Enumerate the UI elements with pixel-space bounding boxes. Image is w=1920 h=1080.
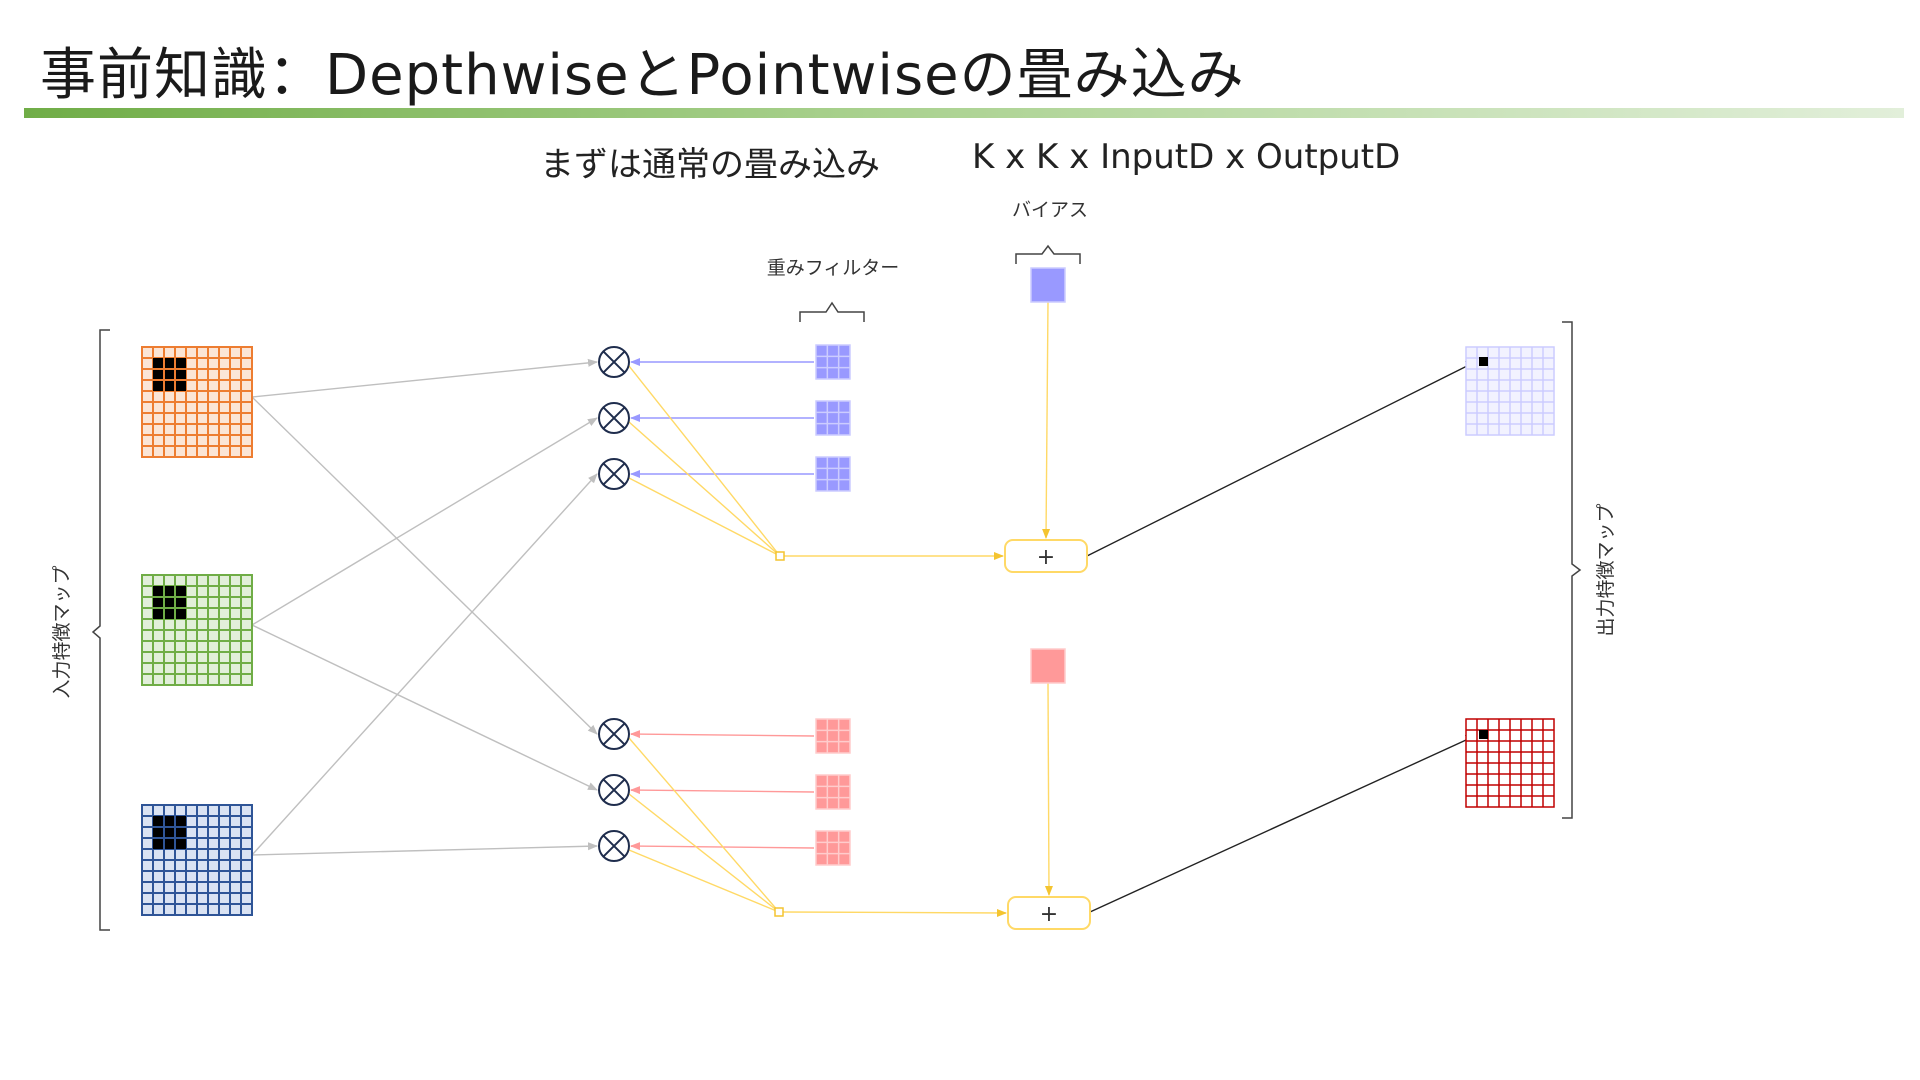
weight-filter-purple-2 (815, 456, 851, 492)
input-to-mul-top-0 (251, 358, 598, 398)
plus-to-output-top (1086, 360, 1478, 557)
multiply-icon-bottom-0 (598, 718, 630, 750)
mul-to-sum-bottom-1 (628, 793, 780, 913)
bias-label: バイアス (1012, 199, 1088, 221)
multiply-icon-bottom-1 (598, 774, 630, 806)
junction-to-plus-bottom (782, 908, 1007, 917)
weight-filter-purple-0 (815, 344, 851, 380)
weight-filter-label: 重みフィルター (767, 257, 900, 279)
bias-to-plus-bottom (1044, 682, 1053, 896)
input-map-orange-kernel (153, 358, 186, 391)
weight-filter-brace-icon (799, 301, 865, 322)
sum-junction-bottom (774, 907, 784, 917)
mul-to-sum-bottom-2 (628, 849, 780, 913)
multiply-icon-top-2 (598, 458, 630, 490)
multiply-icon-top-1 (598, 402, 630, 434)
input-to-mul-bottom-2 (251, 842, 598, 856)
input-maps-label: 入力特徴マップ (51, 565, 73, 698)
input-to-mul-bottom-1 (251, 624, 598, 791)
output-pixel-bottom (1479, 730, 1488, 739)
sum-junction-top (775, 551, 785, 561)
mul-to-sum-top-2 (628, 477, 781, 557)
output-pixel-top (1479, 357, 1488, 366)
parameter-formula: K x K x InputD x OutputD (972, 137, 1401, 177)
bias-to-plus-top (1042, 301, 1051, 539)
bias-square-purple (1030, 267, 1066, 303)
weight-filter-purple-1 (815, 400, 851, 436)
input-maps-brace-icon (91, 329, 110, 931)
plus-node-top (1004, 539, 1088, 573)
filter-to-mul-bottom-1 (630, 786, 815, 795)
bias-square-pink (1030, 648, 1066, 684)
weight-filter-pink-2 (815, 830, 851, 866)
weight-filter-pink-0 (815, 718, 851, 754)
plus-to-output-bottom (1089, 734, 1478, 913)
plus-node-top-label: + (1037, 545, 1055, 570)
filter-to-mul-bottom-0 (630, 730, 815, 739)
multiply-icon-top-0 (598, 346, 630, 378)
mul-to-sum-top-0 (628, 365, 781, 557)
plus-node-bottom (1007, 896, 1091, 930)
input-to-mul-top-2 (251, 473, 598, 856)
title-underline-bar (24, 108, 1904, 118)
weight-filter-pink-1 (815, 774, 851, 810)
subtitle: まずは通常の畳み込み (540, 145, 880, 185)
output-maps-brace-icon (1562, 321, 1582, 819)
multiply-icon-bottom-2 (598, 830, 630, 862)
mul-to-sum-bottom-0 (628, 737, 780, 913)
bias-brace-icon (1015, 244, 1081, 264)
mul-to-sum-top-1 (628, 421, 781, 557)
plus-node-bottom-label: + (1040, 902, 1058, 927)
input-map-green-kernel (153, 586, 186, 619)
input-map-blue-kernel (153, 816, 186, 849)
slide-title: 事前知識：DepthwiseとPointwiseの畳み込み (40, 43, 1245, 108)
input-to-mul-top-1 (251, 417, 598, 626)
output-maps-label: 出力特徴マップ (1595, 503, 1617, 636)
input-to-mul-bottom-0 (251, 396, 598, 735)
